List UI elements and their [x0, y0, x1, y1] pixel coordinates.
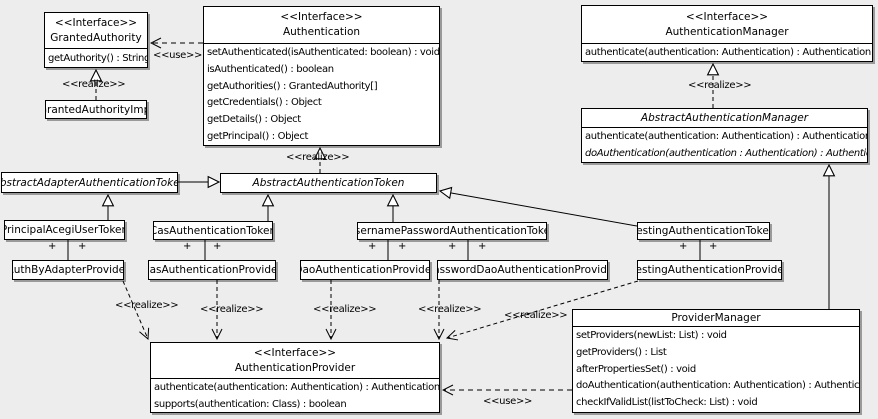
class-cas-authentication-provider: CasAuthenticationProvider: [148, 260, 276, 280]
method: afterPropertiesSet() : void: [576, 363, 696, 375]
class-name: DaoAuthenticationProvider: [300, 264, 430, 276]
class-name: AbstractAdapterAuthenticationToken: [1, 176, 178, 189]
class-granted-authority: <<Interface>> GrantedAuthority getAuthor…: [44, 12, 148, 68]
stereotype-label: <<Interface>>: [280, 11, 363, 23]
edge-realize-testingauthenticationprovider: [447, 280, 639, 338]
method: getPrincipal() : Object: [207, 130, 309, 142]
method: isAuthenticated() : boolean: [207, 63, 334, 75]
realize-label: <<realize>>: [504, 310, 568, 321]
class-name: CasAuthenticationProvider: [148, 264, 276, 276]
stereotype-label: <<Interface>>: [685, 10, 769, 23]
class-name: TestingAuthenticationToken: [637, 225, 770, 237]
class-name: GrantedAuthority: [50, 31, 142, 44]
realize-label: <<realize>>: [313, 304, 377, 315]
class-name: AbstractAuthenticationManager: [640, 111, 809, 124]
stereotype-label: <<Interface>>: [54, 16, 138, 29]
method: getAuthorities() : GrantedAuthority[]: [207, 80, 378, 92]
class-authentication: <<Interface>> Authentication setAuthenti…: [203, 6, 440, 146]
method: getCredentials() : Object: [207, 97, 322, 109]
class-granted-authority-impl: GrantedAuthorityImpl: [45, 100, 147, 119]
class-name: PasswordDaoAuthenticationProvider: [437, 264, 607, 276]
realize-label: <<realize>>: [200, 304, 264, 315]
class-testing-authentication-provider: TestingAuthenticationProvider: [637, 260, 782, 280]
class-provider-manager: ProviderManager setProviders(newList: Li…: [572, 309, 860, 413]
class-abstract-authentication-manager: AbstractAuthenticationManager authentica…: [581, 108, 868, 163]
multiplicity-plus: +: [679, 241, 688, 252]
class-name: PrincipalAcegiUserToken: [4, 224, 125, 236]
method: authenticate(authentication: Authenticat…: [585, 47, 871, 58]
class-name: UsernamePasswordAuthenticationToken: [357, 225, 547, 237]
edge-realize-authbyadapterprovider: [122, 280, 148, 339]
class-cas-authentication-token: CasAuthenticationToken: [153, 221, 273, 240]
method: setAuthenticated(isAuthenticated: boolea…: [207, 47, 440, 58]
class-name: AuthenticationManager: [665, 25, 789, 38]
realize-label: <<realize>>: [688, 80, 752, 91]
use-label: <<use>>: [483, 396, 533, 407]
method: getDetails() : Object: [207, 114, 301, 126]
class-name: CasAuthenticationToken: [153, 224, 273, 237]
class-abstract-authentication-token: AbstractAuthenticationToken: [220, 173, 437, 193]
realize-label: <<realize>>: [115, 300, 179, 311]
method: getProviders() : List: [576, 346, 667, 358]
multiplicity-plus: +: [478, 241, 487, 252]
realize-label: <<realize>>: [286, 152, 350, 163]
class-name: AuthenticationProvider: [234, 361, 356, 374]
class-name: AbstractAuthenticationToken: [252, 177, 405, 189]
multiplicity-plus: +: [78, 241, 87, 252]
multiplicity-plus: +: [48, 241, 57, 252]
class-name: Authentication: [282, 26, 361, 38]
method: doAuthentication(authentication: Authent…: [576, 380, 860, 392]
class-password-dao-authentication-provider: PasswordDaoAuthenticationProvider: [437, 260, 608, 280]
multiplicity-plus: +: [213, 241, 222, 252]
multiplicity-plus: +: [183, 241, 192, 252]
class-name: ProviderManager: [671, 312, 761, 324]
multiplicity-plus: +: [448, 241, 457, 252]
class-username-password-authentication-token: UsernamePasswordAuthenticationToken: [357, 222, 547, 240]
class-name: GrantedAuthorityImpl: [46, 103, 146, 116]
method: supports(authentication: Class) : boolea…: [154, 398, 347, 410]
class-testing-authentication-token: TestingAuthenticationToken: [637, 222, 770, 240]
method: setProviders(newList: List) : void: [576, 330, 727, 341]
multiplicity-plus: +: [709, 241, 718, 252]
edge-gen-testingauthenticationtoken: [440, 191, 638, 227]
realize-label: <<realize>>: [62, 79, 126, 90]
multiplicity-plus: +: [368, 241, 377, 252]
stereotype-label: <<Interface>>: [253, 346, 337, 359]
class-authentication-manager: <<Interface>> AuthenticationManager auth…: [581, 5, 873, 62]
multiplicity-plus: +: [398, 241, 407, 252]
class-dao-authentication-provider: DaoAuthenticationProvider: [300, 260, 430, 280]
method: getAuthority() : String: [48, 53, 148, 64]
class-authentication-provider: <<Interface>> AuthenticationProvider aut…: [150, 342, 440, 413]
realize-label: <<realize>>: [418, 304, 482, 315]
method: authenticate(authentication: Authenticat…: [154, 382, 440, 393]
class-principal-acegi-user-token: PrincipalAcegiUserToken: [4, 220, 125, 240]
method: doAuthentication(authentication : Authen…: [585, 147, 868, 159]
class-abstract-adapter-authentication-token: AbstractAdapterAuthenticationToken: [1, 172, 178, 193]
use-label: <<use>>: [153, 50, 203, 61]
class-name: AuthByAdapterProvider: [12, 264, 124, 276]
class-name: TestingAuthenticationProvider: [637, 264, 782, 276]
method: checkIfValidList(listToCheck: List) : vo…: [576, 397, 758, 409]
method: authenticate(authentication: Authenticat…: [585, 131, 868, 142]
class-auth-by-adapter-provider: AuthByAdapterProvider: [12, 260, 124, 280]
